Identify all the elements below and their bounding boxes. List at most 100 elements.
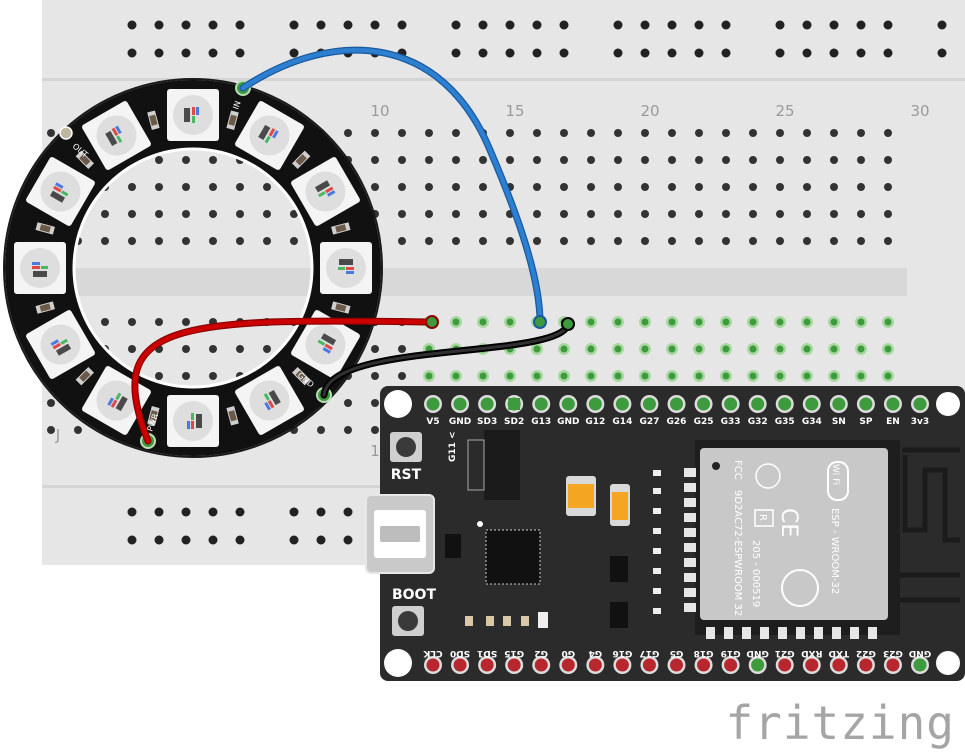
module-pin [760, 627, 769, 639]
header-pin-g17[interactable] [640, 656, 659, 674]
header-pin-3v3[interactable] [911, 395, 929, 413]
header-pin-g15[interactable] [505, 656, 524, 674]
breadboard-hole [209, 372, 217, 380]
breadboard-hole [614, 129, 622, 137]
led [538, 612, 548, 628]
header-pin-g32[interactable] [748, 395, 767, 413]
breadboard-hole [47, 399, 55, 407]
ws2812-led [235, 366, 304, 435]
header-pin-g21[interactable] [775, 656, 794, 674]
breadboard-hole [182, 345, 190, 353]
breadboard-hole [425, 183, 433, 191]
header-pin-g25[interactable] [694, 395, 713, 413]
smd-resistor [331, 222, 351, 235]
header-pin-gnd[interactable] [559, 395, 578, 413]
header-pin-v5[interactable] [424, 395, 442, 413]
connected-hole-center [857, 372, 865, 380]
breadboard-hole [775, 20, 785, 30]
ring-leds [14, 89, 372, 447]
ring-out-pad[interactable] [59, 126, 73, 140]
breadboard-hole [803, 129, 811, 137]
header-pin-txd[interactable] [829, 656, 848, 674]
header-pin-gnd[interactable] [451, 395, 470, 413]
header-pin-g5[interactable] [667, 656, 686, 674]
column-number-15: 15 [505, 102, 524, 120]
connected-hole-center [803, 345, 811, 353]
header-pin-g34[interactable] [802, 395, 821, 413]
connected-hole-center [560, 372, 568, 380]
breadboard-hole [289, 507, 299, 517]
header-pin-g27[interactable] [640, 395, 659, 413]
connected-hole-center [695, 345, 703, 353]
breadboard-hole [128, 183, 136, 191]
breadboard-hole [316, 535, 326, 545]
breadboard-hole [452, 210, 460, 218]
connected-hole-center [425, 372, 433, 380]
ws2812-led [26, 157, 95, 226]
connected-hole-center [830, 372, 838, 380]
mount-hole [384, 390, 412, 418]
boot-button[interactable] [392, 606, 424, 636]
header-pin-g26[interactable] [667, 395, 686, 413]
breadboard-hole [452, 183, 460, 191]
pin-label: TXD [829, 648, 850, 658]
header-pin-sd2[interactable] [505, 395, 524, 413]
connected-hole-center [776, 372, 784, 380]
connected-hole-center [749, 372, 757, 380]
header-pin-g18[interactable] [694, 656, 713, 674]
wire-end-data [533, 315, 547, 329]
breadboard-hole [209, 156, 217, 164]
breadboard-hole [667, 48, 677, 58]
connected-hole-center [587, 372, 595, 380]
breadboard-hole [668, 237, 676, 245]
header-pin-g2[interactable] [532, 656, 551, 674]
breadboard-hole [289, 20, 299, 30]
micro-usb-port[interactable] [365, 494, 435, 574]
header-pin-g4[interactable] [586, 656, 605, 674]
pin-label: GND [909, 648, 931, 658]
breadboard-hole [398, 183, 406, 191]
header-pin-sn[interactable] [829, 395, 848, 413]
module-pin [684, 483, 696, 492]
breadboard-hole [127, 20, 137, 30]
header-pin-sd3[interactable] [478, 395, 497, 413]
header-pin-sd0[interactable] [451, 656, 470, 674]
pin-label: G5 [670, 648, 684, 658]
header-pin-g14[interactable] [613, 395, 632, 413]
breadboard-hole [668, 183, 676, 191]
smd-resistor [291, 150, 311, 170]
header-pin-g19[interactable] [721, 656, 740, 674]
module-pin [684, 603, 696, 612]
header-pin-sp[interactable] [856, 395, 875, 413]
pcb-antenna-icon [900, 447, 960, 603]
header-pin-g35[interactable] [775, 395, 794, 413]
header-pin-rxd[interactable] [802, 656, 821, 674]
header-pin-sd1[interactable] [478, 656, 497, 674]
header-pin-g22[interactable] [856, 656, 875, 674]
ws2812-led [291, 157, 360, 226]
breadboard-hole [829, 20, 839, 30]
rst-button[interactable] [390, 432, 422, 462]
header-pin-g0[interactable] [559, 656, 578, 674]
breadboard-hole [208, 20, 218, 30]
header-pin-en[interactable] [883, 395, 902, 413]
breadboard-hole [236, 210, 244, 218]
module-pin [706, 627, 715, 639]
module-pin [684, 588, 696, 597]
header-pin-g23[interactable] [883, 656, 902, 674]
header-pin-g12[interactable] [586, 395, 605, 413]
breadboard-hole [182, 372, 190, 380]
breadboard-hole [128, 210, 136, 218]
breadboard-hole [640, 20, 650, 30]
header-pin-clk[interactable] [424, 656, 442, 674]
header-pin-gnd[interactable] [748, 656, 767, 674]
header-pin-g33[interactable] [721, 395, 740, 413]
module-pin [684, 543, 696, 552]
connected-hole-center [533, 345, 541, 353]
pin-label: G32 [748, 417, 768, 427]
header-pin-g13[interactable] [532, 395, 551, 413]
breadboard-hole [749, 210, 757, 218]
header-pin-g16[interactable] [613, 656, 632, 674]
header-pin-gnd[interactable] [911, 656, 929, 674]
connected-hole-center [614, 345, 622, 353]
